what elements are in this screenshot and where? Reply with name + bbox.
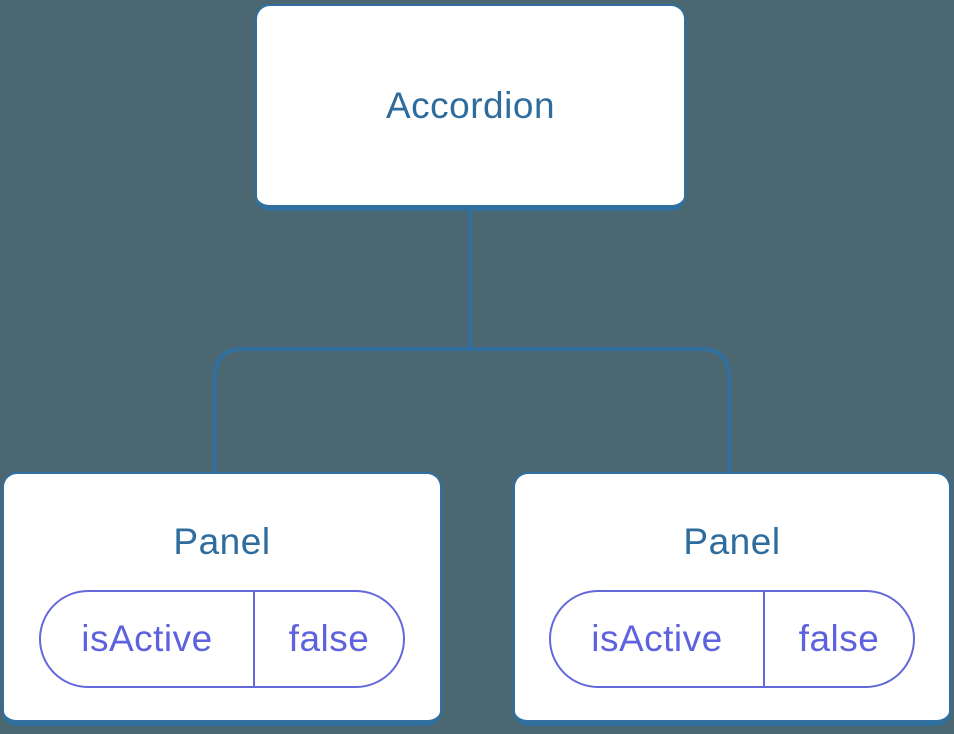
node-accordion-label: Accordion <box>385 84 556 126</box>
connector-bracket <box>213 347 731 474</box>
node-panel-1: Panel isActive false <box>2 472 442 726</box>
state-pill: isActive false <box>39 590 405 688</box>
state-key: isActive <box>81 618 213 659</box>
node-panel-2-label: Panel <box>683 521 781 562</box>
state-key: isActive <box>591 618 723 659</box>
state-value: false <box>253 592 403 686</box>
state-pill: isActive false <box>549 590 915 688</box>
node-panel-2: Panel isActive false <box>513 472 951 726</box>
node-panel-1-label: Panel <box>173 521 271 562</box>
state-value: false <box>763 592 913 686</box>
node-accordion: Accordion <box>255 4 686 211</box>
